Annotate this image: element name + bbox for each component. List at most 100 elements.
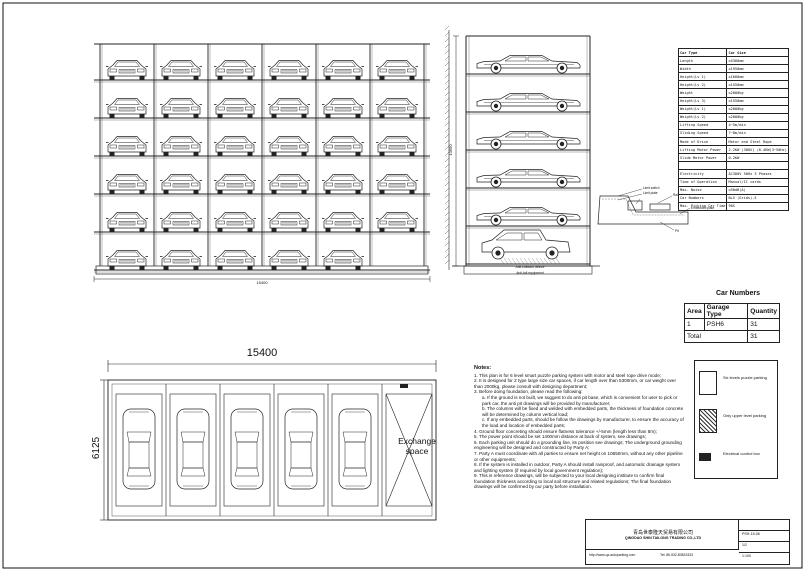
spec-value: ≤2000kg	[726, 88, 789, 98]
plan-car	[338, 408, 372, 490]
front-car	[213, 174, 257, 194]
front-car	[267, 98, 311, 118]
detail-label-rail: Rail	[673, 193, 679, 197]
spec-row: Height(Lv 2)≤1550mm	[677, 80, 789, 90]
front-car	[105, 60, 149, 80]
front-car	[105, 212, 149, 232]
spec-key: Width	[677, 64, 728, 74]
front-car	[375, 174, 419, 194]
front-car	[105, 136, 149, 156]
spec-row: Length≤5300mm	[677, 56, 789, 66]
front-car	[213, 136, 257, 156]
spec-row: Weight(Lv 1)≤2000kg	[677, 104, 789, 114]
foundation-detail	[597, 188, 691, 231]
front-car	[375, 60, 419, 80]
front-car	[321, 60, 365, 80]
company-website: http://www.qz-autoparking.com	[589, 553, 636, 557]
note-line: 8. If the system is installed in outdoor…	[474, 462, 681, 473]
spec-row: Weight≤2000kg	[677, 88, 789, 98]
front-elevation	[93, 43, 431, 282]
side-car	[476, 93, 581, 112]
company-name-en: QINGDAO SHIN TAILONG TRADING CO.,LTD	[624, 536, 702, 540]
front-car	[321, 136, 365, 156]
note-line: 7. Party A must coordinate with all part…	[474, 450, 683, 462]
front-car	[267, 136, 311, 156]
note-line: c. If any embedded parts, should be foll…	[482, 417, 684, 428]
control-box	[400, 384, 408, 388]
sheet-number: 1/2	[742, 543, 747, 547]
spec-key: Electricity	[677, 169, 728, 179]
front-car	[159, 174, 203, 194]
front-car	[159, 136, 203, 156]
front-car	[267, 212, 311, 232]
side-car	[476, 207, 581, 226]
spec-value	[726, 161, 789, 171]
front-car	[321, 98, 365, 118]
spec-key: Slide Motor Power	[677, 153, 728, 163]
spec-row	[677, 161, 789, 171]
legend-label: Only upper level parking	[723, 413, 767, 418]
cn-qty: 31	[747, 318, 780, 331]
note-line: 6. Each parking unit should do a groundi…	[474, 439, 682, 451]
spec-value: ≤1600mm	[726, 72, 789, 82]
spec-value: N+5 (Grids)-5	[726, 193, 789, 203]
spec-key: Lifting Motor Power	[677, 145, 728, 155]
side-car	[476, 131, 581, 150]
side-elevation	[444, 25, 600, 275]
upper-parking-icon	[699, 409, 717, 433]
front-car	[321, 212, 365, 232]
spec-key: Time of Operation	[677, 177, 728, 187]
company-name-cn: 青岛世泰隆天贸易有限公司	[632, 530, 693, 536]
drawing-number: PSH-15-06	[742, 532, 760, 536]
spec-value: Motor and Steel Rope	[726, 137, 789, 147]
spec-value: Car Size	[726, 47, 789, 58]
front-car	[321, 174, 365, 194]
front-car	[213, 250, 257, 270]
legend: Six levels puzzle parking Only upper lev…	[694, 360, 778, 479]
detail-label-pit: Pit	[675, 229, 679, 233]
cn-area: 1	[684, 318, 705, 331]
spec-value: ≤1550mm	[726, 96, 789, 106]
spec-key: Weight(Lv 2)	[677, 112, 728, 122]
spec-key: Lifting Speed	[677, 120, 728, 130]
plan-car	[284, 408, 318, 490]
spec-key: Sliding Speed	[677, 128, 728, 139]
legend-label: Six levels puzzle parking	[723, 375, 767, 380]
cn-total-label: Total	[683, 330, 749, 343]
front-car	[267, 250, 311, 270]
note-line: a. If the ground is not built, we sugges…	[482, 394, 678, 406]
side-car	[476, 169, 581, 188]
front-car	[375, 98, 419, 118]
car-numbers-table: Area Garage Type Quantity 1 PSH6 31 Tota…	[683, 303, 780, 343]
spec-value: 4~5m/min	[726, 120, 789, 130]
spec-key: Car Numbers	[677, 193, 728, 203]
plan-view	[100, 360, 437, 521]
front-car	[267, 174, 311, 194]
front-car	[159, 250, 203, 270]
plan-car	[176, 408, 210, 490]
spec-value: ≤1950mm	[726, 64, 789, 74]
spec-value: 90S	[726, 201, 789, 211]
spec-value: ≤2000kg	[726, 112, 789, 122]
front-car	[213, 60, 257, 80]
front-car	[267, 60, 311, 80]
spec-value: AC380V 50Hz 3 Phases	[726, 169, 789, 179]
spec-row: Weight(Lv 2)≤2000kg	[677, 112, 789, 122]
detail-label-limit-plate: Limit plate	[643, 191, 658, 195]
legend-item: Six levels puzzle parking	[695, 367, 777, 397]
spec-row: Height(Lv 1)≤1600mm	[677, 72, 789, 82]
spec-value: ≤50dB(A)	[726, 185, 789, 195]
spec-value: 7~8m/min	[726, 128, 789, 139]
cn-total-value: 31	[747, 330, 780, 343]
spec-row: Height(Lv 3)≤1550mm	[677, 96, 789, 106]
side-hatchback	[481, 229, 571, 260]
cn-header-area: Area	[684, 303, 705, 319]
cn-header-type: Garage Type	[703, 303, 749, 319]
legend-item: Electrical control box	[695, 443, 777, 473]
